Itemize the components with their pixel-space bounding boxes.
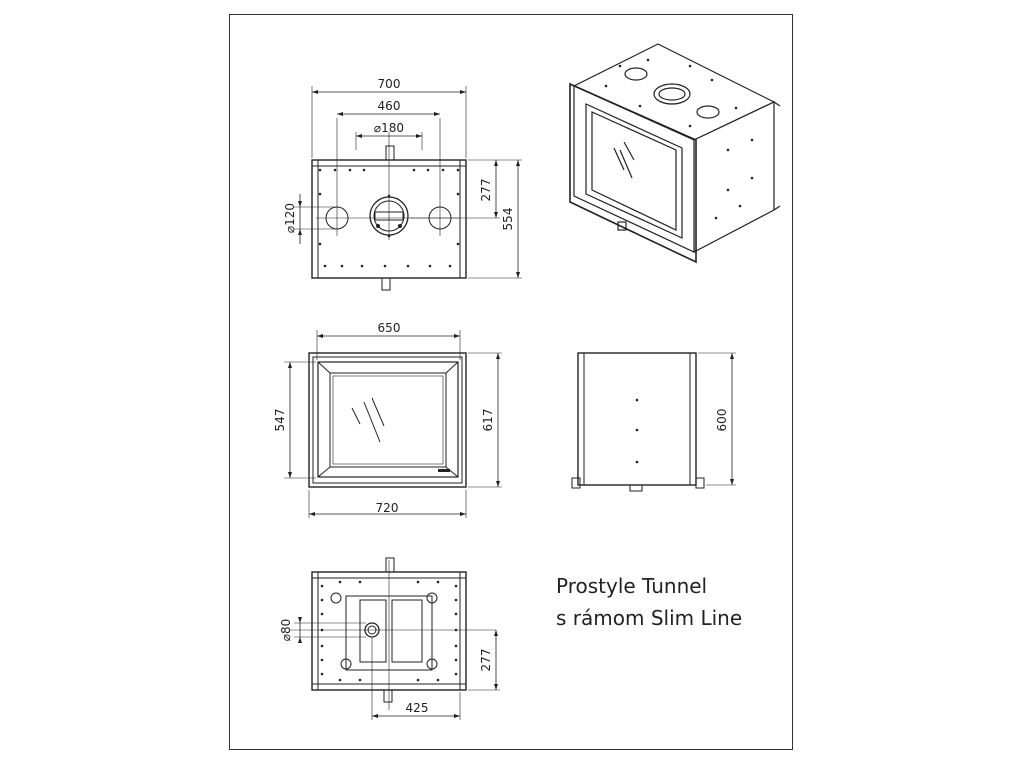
dim-top-holes: 460 [378, 99, 401, 113]
iso-flue [653, 83, 691, 105]
dim-depth-to-flue: 277 [479, 179, 493, 202]
side-body [577, 352, 697, 486]
front-frame [308, 352, 467, 488]
dim-top-width: 700 [378, 77, 401, 91]
iso-hole-right [696, 105, 720, 119]
drawing-frame [229, 14, 793, 750]
top-view [294, 86, 522, 291]
isometric-view [569, 43, 781, 264]
caption-subtitle: s rámom Slim Line [556, 606, 743, 630]
dim-flue-diameter: ⌀180 [374, 121, 404, 135]
bottom-view [290, 557, 500, 720]
dim-glass-width: 650 [378, 321, 401, 335]
dim-air-inlet-diameter: ⌀80 [279, 619, 293, 642]
dim-frame-width: 720 [376, 501, 399, 515]
dim-depth-to-inlet: 277 [479, 649, 493, 672]
dim-side-hole-diameter: ⌀120 [283, 203, 297, 233]
caption-title: Prostyle Tunnel [556, 574, 708, 598]
side-view [571, 352, 736, 492]
front-glass [329, 372, 447, 468]
dim-frame-height: 617 [481, 409, 495, 432]
dim-depth-overall: 554 [501, 208, 515, 231]
iso-hole-left [624, 67, 648, 81]
dim-side-height: 600 [715, 409, 729, 432]
dim-inlet-offset: 425 [406, 701, 429, 715]
front-view [284, 330, 502, 518]
dim-glass-height: 547 [273, 409, 287, 432]
